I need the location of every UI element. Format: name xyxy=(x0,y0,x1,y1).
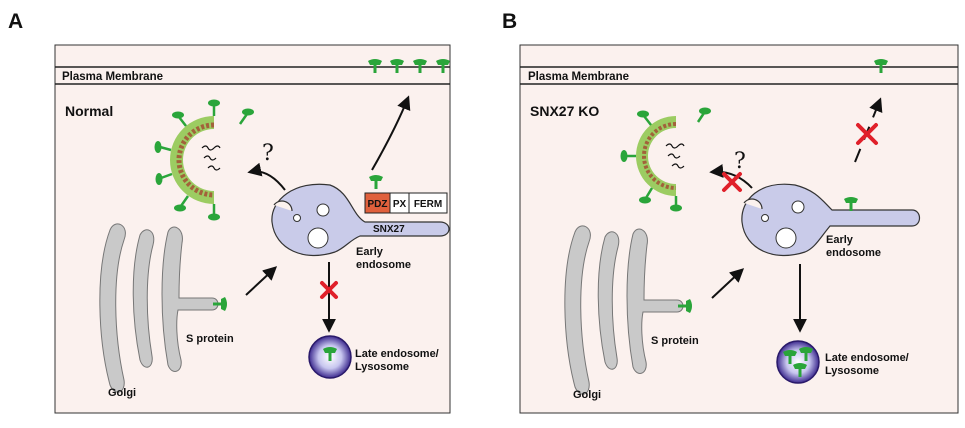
snx27-label: SNX27 xyxy=(373,224,405,235)
early-endosome-b xyxy=(741,183,921,257)
golgi-label-a: Golgi xyxy=(108,387,136,399)
golgi-label-b: Golgi xyxy=(573,389,601,401)
late-endosome-label-a1: Late endosome/ xyxy=(355,348,439,360)
late-endosome-b xyxy=(776,340,820,384)
panel-a-letter: A xyxy=(8,10,23,33)
condition-label-ko: SNX27 KO xyxy=(530,103,599,119)
late-endosome-label-a2: Lysosome xyxy=(355,361,409,373)
arrow-to-virus-b xyxy=(709,164,753,189)
ferm-domain xyxy=(408,192,448,214)
snx27-protein-a: PDZ PX FERM SNX27 xyxy=(364,175,448,235)
virus-particle-a xyxy=(154,99,254,221)
plasma-membrane-label-a: Plasma Membrane xyxy=(62,71,163,83)
block-x-virus-b xyxy=(722,172,742,192)
golgi-b xyxy=(564,225,692,395)
arrow-to-membrane-a xyxy=(371,95,411,171)
early-endosome-label-b1: Early xyxy=(826,234,854,246)
panel-a: A Plasma Membrane Normal xyxy=(8,10,451,414)
panel-b-cell xyxy=(519,44,959,414)
block-x-a xyxy=(320,281,338,299)
px-label: PX xyxy=(393,199,407,210)
arrow-golgi-to-endosome-b xyxy=(711,268,745,299)
early-endosome-label-a2: endosome xyxy=(356,259,411,271)
ferm-label: FERM xyxy=(414,199,442,210)
question-mark-b: ? xyxy=(734,149,746,174)
early-endosome-label-b2: endosome xyxy=(826,247,881,259)
early-endosome-a xyxy=(271,183,450,257)
golgi-a xyxy=(99,223,227,393)
arrow-golgi-to-endosome-a xyxy=(245,266,278,296)
condition-label-normal: Normal xyxy=(65,103,113,119)
virus-particle-b xyxy=(620,107,711,212)
s-protein-label-a: S protein xyxy=(186,333,234,345)
s-protein-label-b: S protein xyxy=(651,335,699,347)
pdz-label: PDZ xyxy=(368,199,388,210)
question-mark-a: ? xyxy=(262,141,274,166)
panel-b-letter: B xyxy=(502,10,517,33)
early-endosome-label-a1: Early xyxy=(356,246,384,258)
plasma-membrane-label-b: Plasma Membrane xyxy=(528,71,629,83)
late-endosome-label-b1: Late endosome/ xyxy=(825,352,909,364)
arrow-to-virus-a xyxy=(247,162,286,191)
block-x-membrane-b xyxy=(856,123,878,145)
panel-b: B Plasma Membrane SNX27 KO xyxy=(502,10,959,414)
late-endosome-label-b2: Lysosome xyxy=(825,365,879,377)
